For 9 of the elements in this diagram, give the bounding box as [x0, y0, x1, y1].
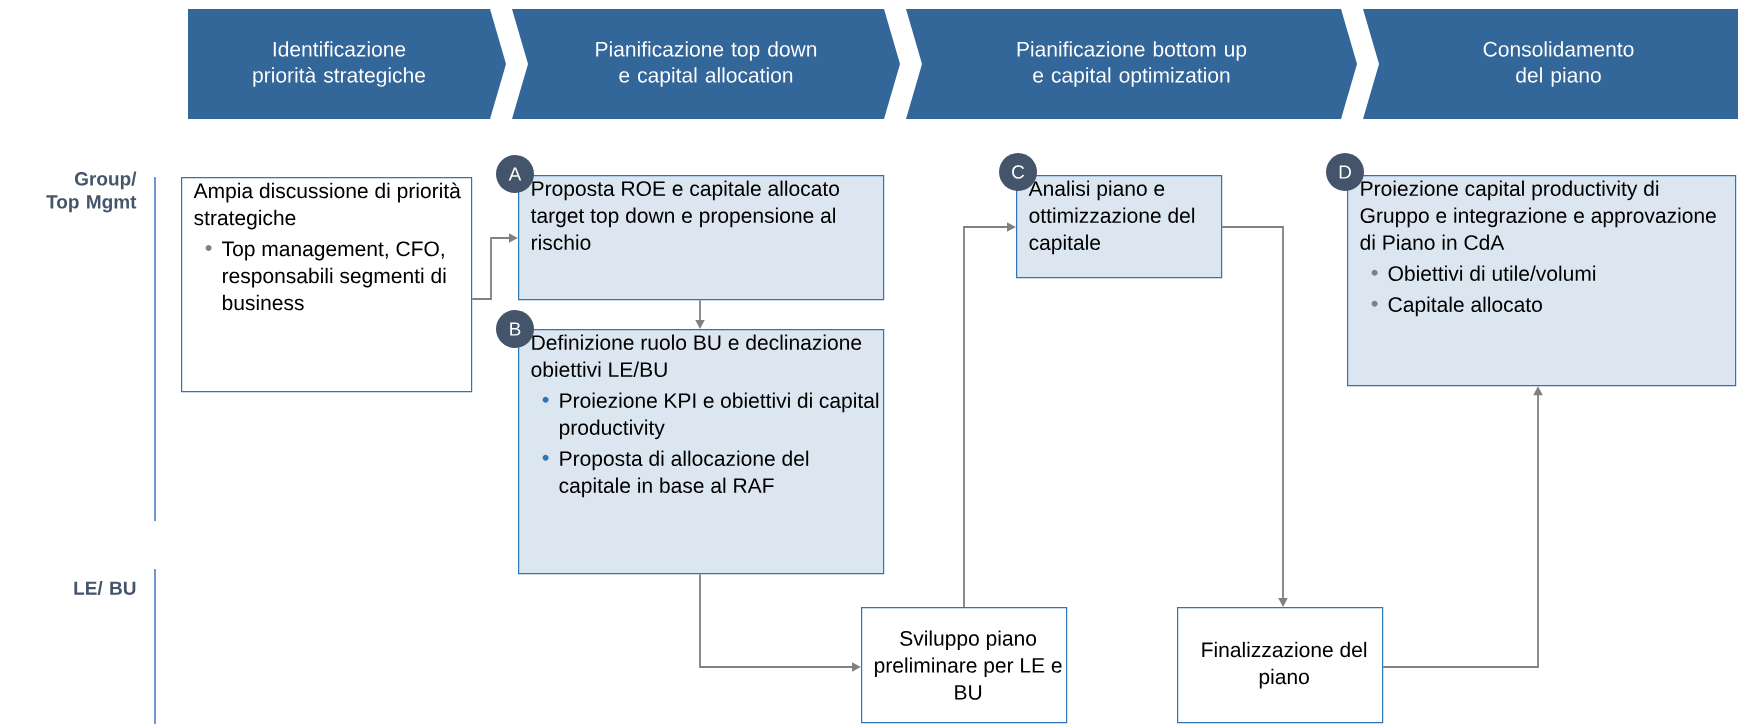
- phase-banner: Pianificazione top down e capital allocation: [512, 9, 900, 119]
- process-box: Sviluppo piano preliminare per LE e BU: [861, 607, 1068, 724]
- lane-label: LE/ BU: [74, 580, 136, 596]
- process-box: Ampia discussione di priorità strategiche Top management, CFO, responsabili segmenti di business: [181, 177, 473, 393]
- phase-banner: Identificazione priorità strategiche: [188, 9, 506, 119]
- phase-banner: Pianificazione bottom up e capital optimization: [906, 9, 1357, 119]
- phase-banner: Consolidamento del piano: [1363, 9, 1738, 119]
- process-box: Finalizzazione del piano: [1177, 607, 1384, 724]
- lane-label: Group/ Top Mgmt: [46, 171, 137, 213]
